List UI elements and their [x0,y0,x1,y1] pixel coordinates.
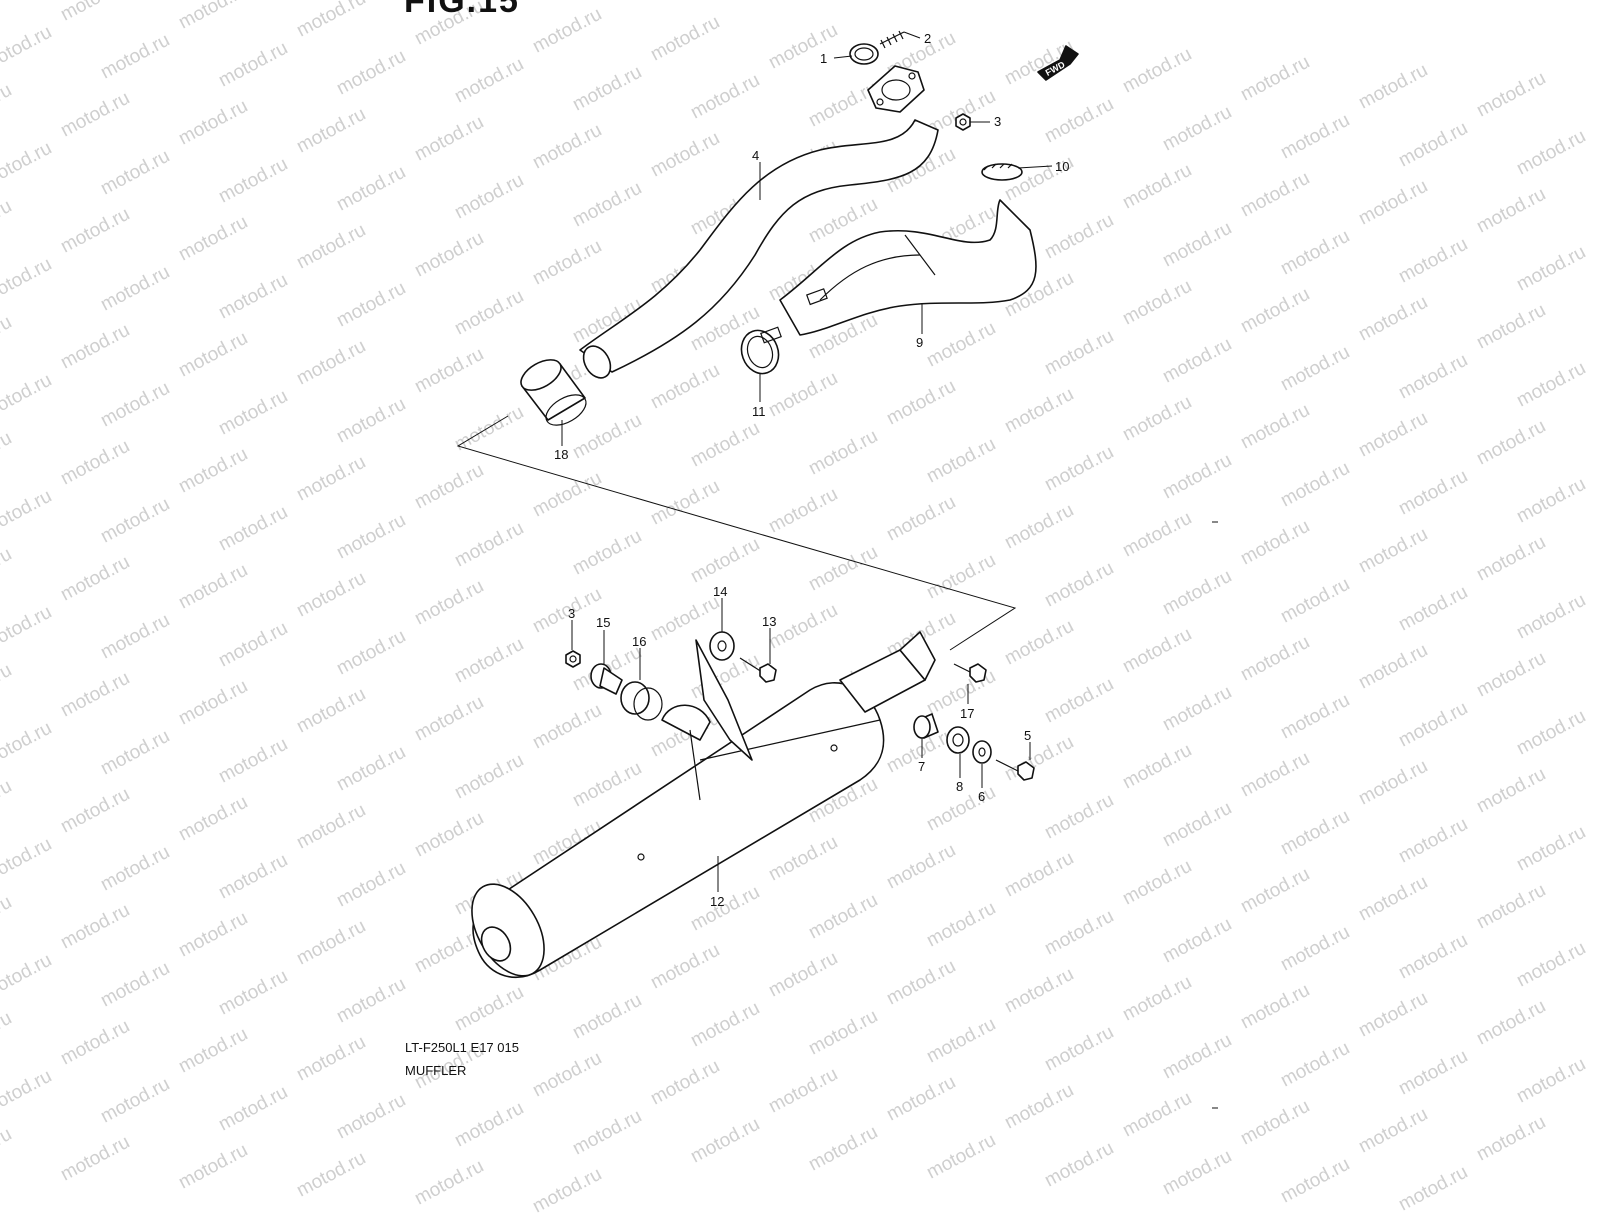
part-muffler-bracket [661,639,753,801]
part-exhaust-flange [867,65,925,113]
part-bolt-top [739,657,777,683]
callout-leaders [561,31,1053,892]
callout-18: 18 [554,447,568,462]
assembly-reference-lines [456,415,1017,651]
part-collar-right [913,713,939,739]
part-muffler [471,682,885,979]
callout-3-bottom: 3 [568,606,575,621]
callout-labels: 1 2 3 4 10 9 11 18 3 15 16 14 13 17 5 7 … [554,31,1069,909]
figure-name: MUFFLER [405,1063,467,1078]
callout-15: 15 [596,615,610,630]
figure-title: FIG.15 [404,0,520,20]
callout-13: 13 [762,614,776,629]
callout-4: 4 [752,148,759,163]
callout-2: 2 [924,31,931,46]
callout-7: 7 [918,759,925,774]
part-clamp-bottom [740,326,782,375]
callout-14: 14 [713,584,727,599]
part-clamp-top [981,163,1023,181]
callout-5: 5 [1024,728,1031,743]
part-collar-left [590,663,623,695]
callout-16: 16 [632,634,646,649]
callout-8: 8 [956,779,963,794]
callout-1: 1 [820,51,827,66]
part-cushion-left [620,681,663,721]
part-bolt-bottom-right [995,759,1035,781]
part-bolt-right [953,663,987,683]
callout-9: 9 [916,335,923,350]
callout-12: 12 [710,894,724,909]
callout-6: 6 [978,789,985,804]
part-gasket [849,43,879,65]
fwd-arrow-icon: FWD [1037,45,1079,81]
part-washer-top [709,631,735,661]
part-nut-bottom [565,650,581,668]
callout-11: 11 [752,404,766,419]
model-code: LT-F250L1 E17 015 [405,1040,519,1055]
callout-17: 17 [960,706,974,721]
callout-10: 10 [1055,159,1069,174]
part-stud-bolt [879,30,905,49]
part-washer-right [972,740,992,764]
part-sleeve [520,359,587,426]
part-nut-top [955,113,971,131]
part-muffler-inlet [839,631,936,713]
callout-3-top: 3 [994,114,1001,129]
part-connector-pipe [779,199,1037,336]
part-exhaust-pipe [579,119,939,379]
part-cushion-right [946,726,970,754]
